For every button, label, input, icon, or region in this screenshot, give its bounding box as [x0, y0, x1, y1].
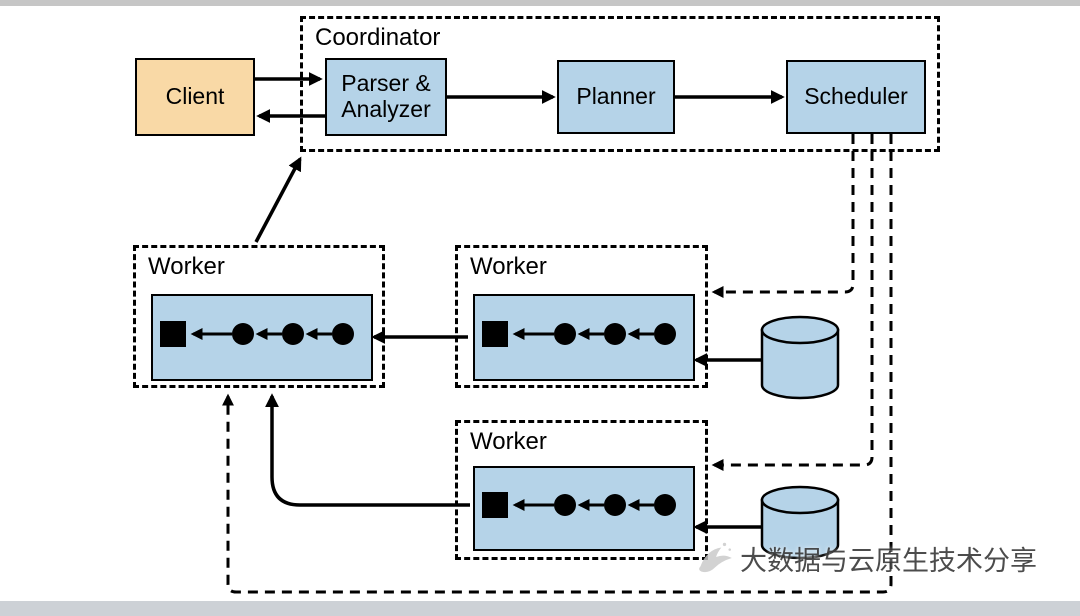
arrow-worker1-to-coordinator: [254, 156, 302, 243]
scheduler-node: Scheduler: [786, 60, 926, 134]
cylinder-top: [760, 485, 840, 515]
cylinder-body: [760, 328, 840, 400]
worker-3-label: Worker: [470, 428, 547, 455]
dashed-arrow-scheduler-to-worker2: [711, 134, 855, 298]
top-gray-strip: [0, 0, 1080, 6]
bottom-gray-strip: [0, 601, 1080, 616]
dashed-arrow-scheduler-to-worker3: [711, 134, 874, 471]
coordinator-label: Coordinator: [315, 24, 441, 51]
worker-2-pipeline-box: [473, 294, 695, 381]
client-node: Client: [135, 58, 255, 136]
watermark-text: 大数据与云原生技术分享: [740, 545, 1037, 577]
worker-group-1: Worker: [133, 245, 385, 388]
parser-analyzer-node: Parser & Analyzer: [325, 58, 447, 136]
cylinder-top: [760, 315, 840, 345]
planner-node: Planner: [557, 60, 675, 134]
worker-group-2: Worker: [455, 245, 708, 388]
worker-group-3: Worker: [455, 420, 708, 560]
bird-logo-icon: [699, 542, 732, 573]
arrow-worker3-to-worker1: [265, 393, 470, 507]
worker-3-pipeline-box: [473, 466, 695, 551]
watermark: 大数据与云原生技术分享: [690, 534, 1037, 582]
worker-1-label: Worker: [148, 253, 225, 280]
worker-2-label: Worker: [470, 253, 547, 280]
data-source-cylinder-1: [760, 315, 840, 400]
worker-1-pipeline-box: [151, 294, 373, 381]
